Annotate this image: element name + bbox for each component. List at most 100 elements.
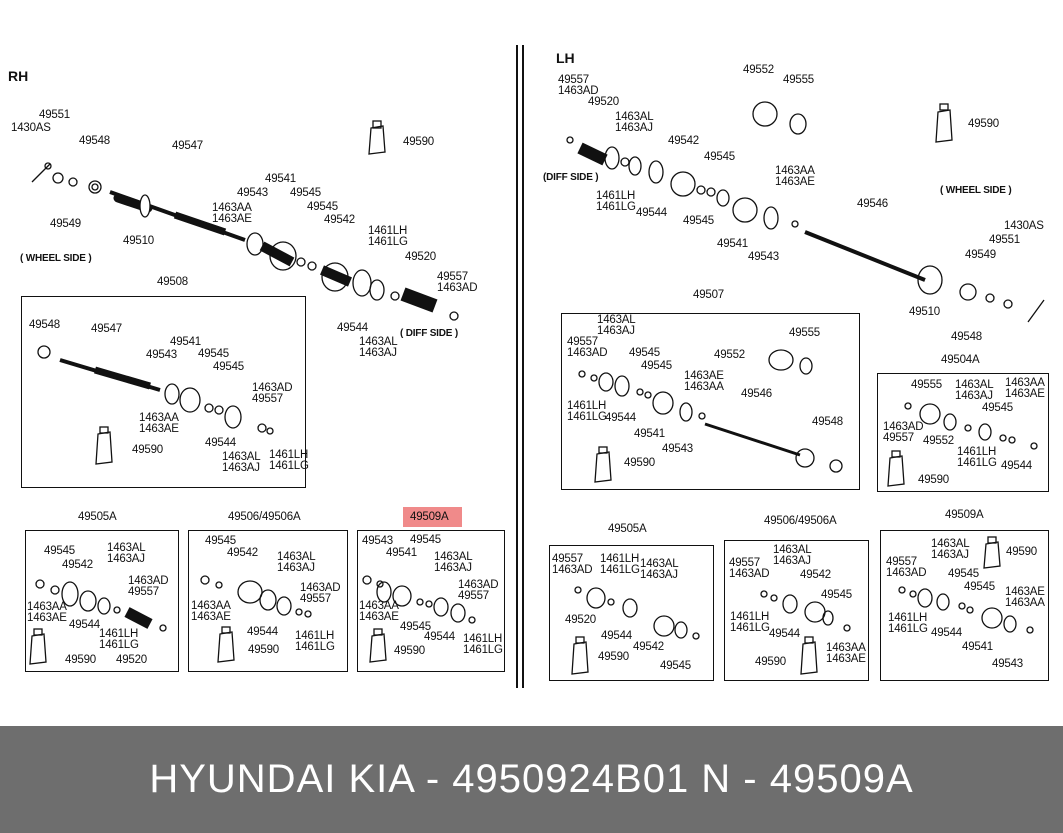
part-label: 49541 [717,238,748,250]
part-label: 49545 [948,568,979,580]
part-label: 1463AL 1463AJ [615,111,654,134]
part-label: 1463AL 1463AJ [434,551,473,574]
diff-side-label: ( DIFF SIDE ) [400,328,458,339]
part-label: 49545 [198,348,229,360]
part-label: 49543 [992,658,1023,670]
part-label: 49590 [403,136,434,148]
part-label: 49520 [565,614,596,626]
kit-box-49505a-lh [549,545,714,681]
part-label: 49552 [923,435,954,447]
kit-box-49509a-lh [880,530,1049,681]
part-label: 49542 [227,547,258,559]
part-label: 49548 [29,319,60,331]
part-label: 49545 [964,581,995,593]
part-label: 49545 [683,215,714,227]
part-label: 1463AA 1463AE [191,600,231,623]
part-label: 1463AA 1463AE [212,202,252,225]
part-label: 49520 [116,654,147,666]
part-number-banner: HYUNDAI KIA - 4950924B01 N - 49509A [0,726,1063,833]
part-label: 49542 [633,641,664,653]
part-label: 49547 [172,140,203,152]
part-label: 1463AA 1463AE [139,412,179,435]
part-label: 49510 [123,235,154,247]
part-label: 1461LH 1461LG [600,553,640,576]
part-label: 1463AE 1463AA [1005,586,1045,609]
part-label: 49557 1463AD [567,336,608,359]
part-label: 1463AL 1463AJ [107,542,146,565]
part-label: 49590 [248,644,279,656]
box-title: 49506/49506A [228,511,301,523]
part-label: 49546 [857,198,888,210]
part-label: 1463AL 1463AJ [955,379,994,402]
part-label: 49555 [783,74,814,86]
part-label: 49545 [400,621,431,633]
part-label: 49544 [605,412,636,424]
part-label: 49555 [789,327,820,339]
lh-section-title: LH [556,50,575,66]
part-label: 49544 [1001,460,1032,472]
part-label: 49590 [968,118,999,130]
part-label: 1461LH 1461LG [368,225,408,248]
part-label: 49557 1463AD [552,553,593,576]
part-label: 1461LH 1461LG [99,628,139,651]
section-divider [522,45,524,688]
part-label: 49548 [79,135,110,147]
box-title: 49509A [410,511,449,523]
part-label: 1461LH 1461LG [295,630,335,653]
part-label: 49544 [424,631,455,643]
part-label: 49551 [39,109,70,121]
kit-box-49505a-rh [25,530,179,672]
part-label: 49552 [743,64,774,76]
box-title: 49508 [157,276,188,288]
part-label: 1430AS [1004,220,1044,232]
part-label: 49590 [1006,546,1037,558]
part-label: 49545 [410,534,441,546]
part-label: 49557 1463AD [886,556,927,579]
part-label: 49547 [91,323,122,335]
part-label: 1461LH 1461LG [567,400,607,423]
part-label: 1463AA 1463AE [1005,377,1045,400]
part-label: 1463AL 1463AJ [640,558,679,581]
part-label: 49543 [748,251,779,263]
box-title: 49506/49506A [764,515,837,527]
part-label: 1463AL 1463AJ [597,314,636,337]
kit-box-49506-lh [724,540,869,681]
part-label: 49544 [636,207,667,219]
part-label: 49545 [821,589,852,601]
part-label: 49543 [146,349,177,361]
wheel-side-label: ( WHEEL SIDE ) [940,185,1012,196]
part-label: 1463AD 49557 [458,579,499,602]
part-label: 1461LH 1461LG [596,190,636,213]
part-label: 1463AL 1463AJ [931,538,970,561]
part-label: 1463AL 1463AJ [222,451,261,474]
rh-section-title: RH [8,68,29,84]
part-label: 1463AE 1463AA [684,370,724,393]
part-label: 49541 [386,547,417,559]
part-label: 49541 [634,428,665,440]
part-label: 49590 [918,474,949,486]
part-label: 49548 [951,331,982,343]
wheel-side-label: ( WHEEL SIDE ) [20,253,92,264]
part-label: 1463AD 49557 [883,421,924,444]
part-label: 49545 [213,361,244,373]
part-label: 49520 [405,251,436,263]
diff-side-label: (DIFF SIDE ) [543,172,599,183]
part-label: 49544 [69,619,100,631]
box-title: 49505A [78,511,117,523]
part-label: 1463AL 1463AJ [359,336,398,359]
part-label: 49544 [337,322,368,334]
part-label: 49590 [755,656,786,668]
part-label: 1463AA 1463AE [775,165,815,188]
part-label: 49590 [132,444,163,456]
part-label: 49557 1463AD [437,271,478,294]
part-label: 49545 [660,660,691,672]
part-label: 49544 [205,437,236,449]
part-label: 1463AL 1463AJ [277,551,316,574]
part-label: 49549 [965,249,996,261]
part-label: 49543 [362,535,393,547]
part-label: 49548 [812,416,843,428]
part-label: 49590 [394,645,425,657]
box-title: 49505A [608,523,647,535]
part-label: 49542 [668,135,699,147]
